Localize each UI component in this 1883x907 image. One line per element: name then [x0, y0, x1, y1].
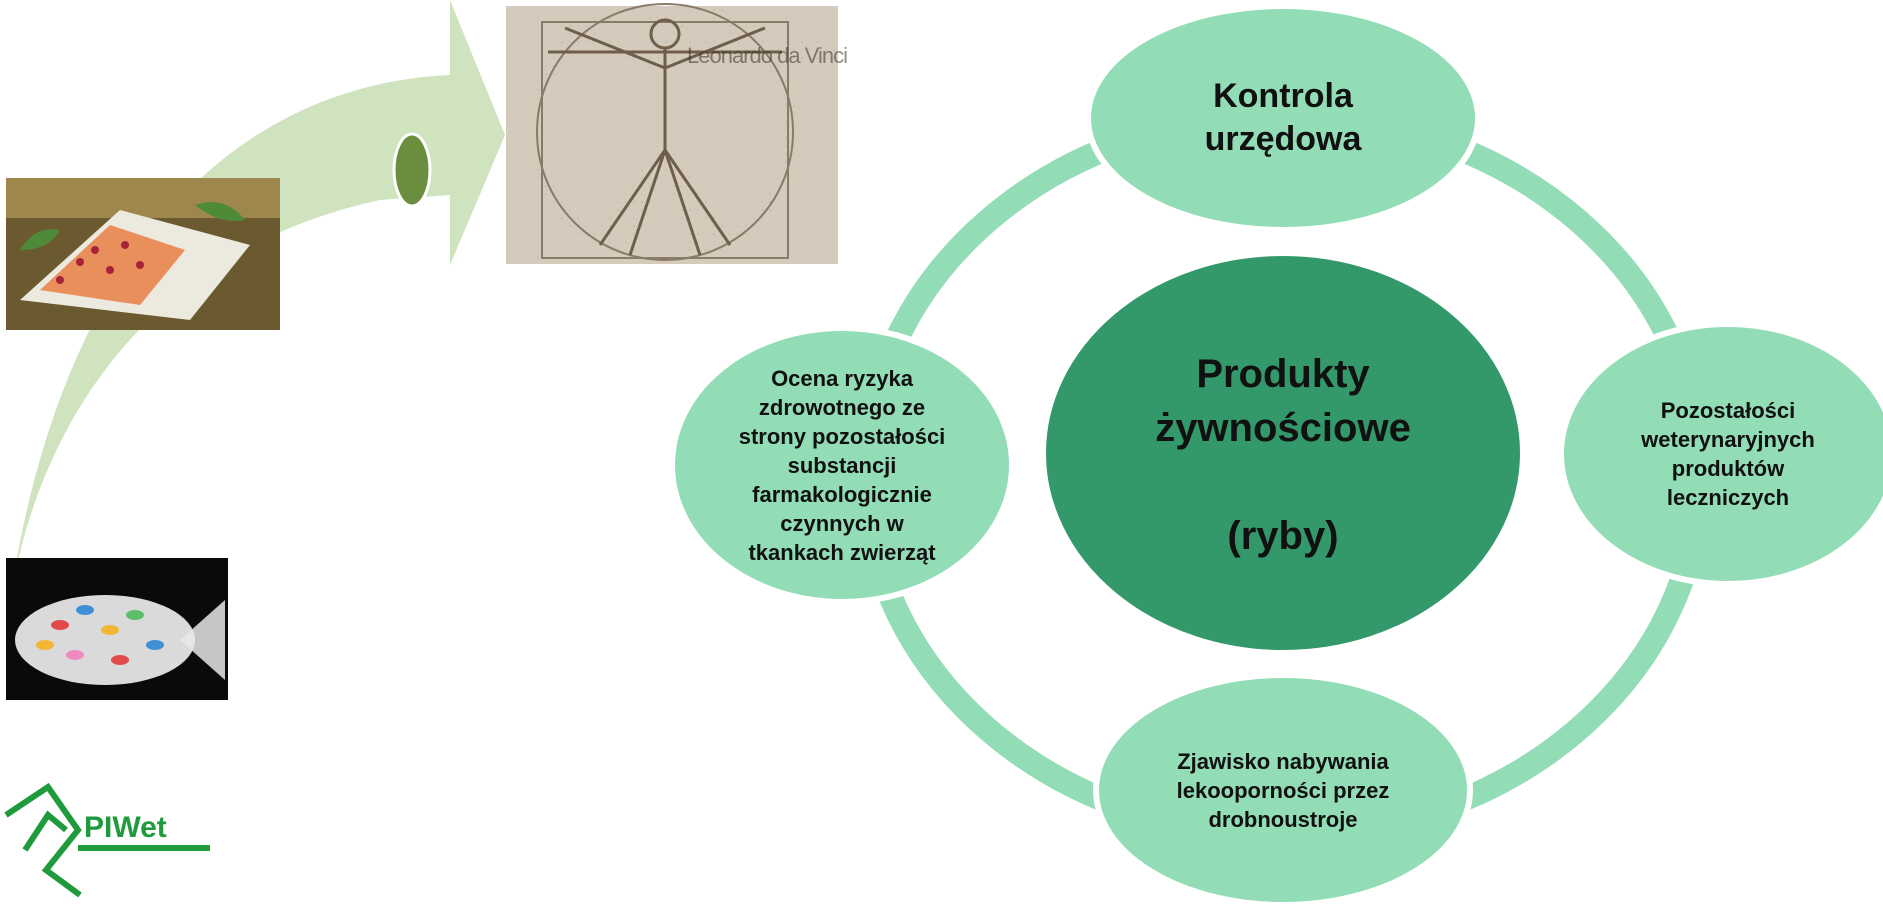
top-node [1085, 3, 1481, 233]
arrow-dot [392, 132, 432, 208]
right-node-label: Pozostałości weterynaryjnych produktów l… [1641, 398, 1815, 510]
piwet-logo-text: PIWet [84, 811, 167, 844]
center-node [1040, 250, 1526, 656]
vitruvian-man-image [506, 3, 838, 264]
davinci-watermark: Leonardo da Vinci [687, 43, 848, 68]
pills-fish-image [6, 558, 228, 700]
top-node-label: Kontrola urzędowa [1204, 77, 1362, 158]
bottom-node [1093, 672, 1473, 907]
left-node-label: Ocena ryzyka zdrowotnego ze strony pozos… [738, 365, 946, 565]
piwet-logo-mark [4, 782, 210, 898]
salmon-dish-image [6, 178, 280, 330]
right-node [1558, 321, 1883, 587]
center-node-label: Produkty żywnościowe (ryby) [1155, 352, 1411, 558]
curved-arrow [10, 0, 505, 600]
left-node [669, 325, 1015, 605]
bottom-node-label: Zjawisko nabywania lekooporności przez d… [1176, 748, 1390, 832]
